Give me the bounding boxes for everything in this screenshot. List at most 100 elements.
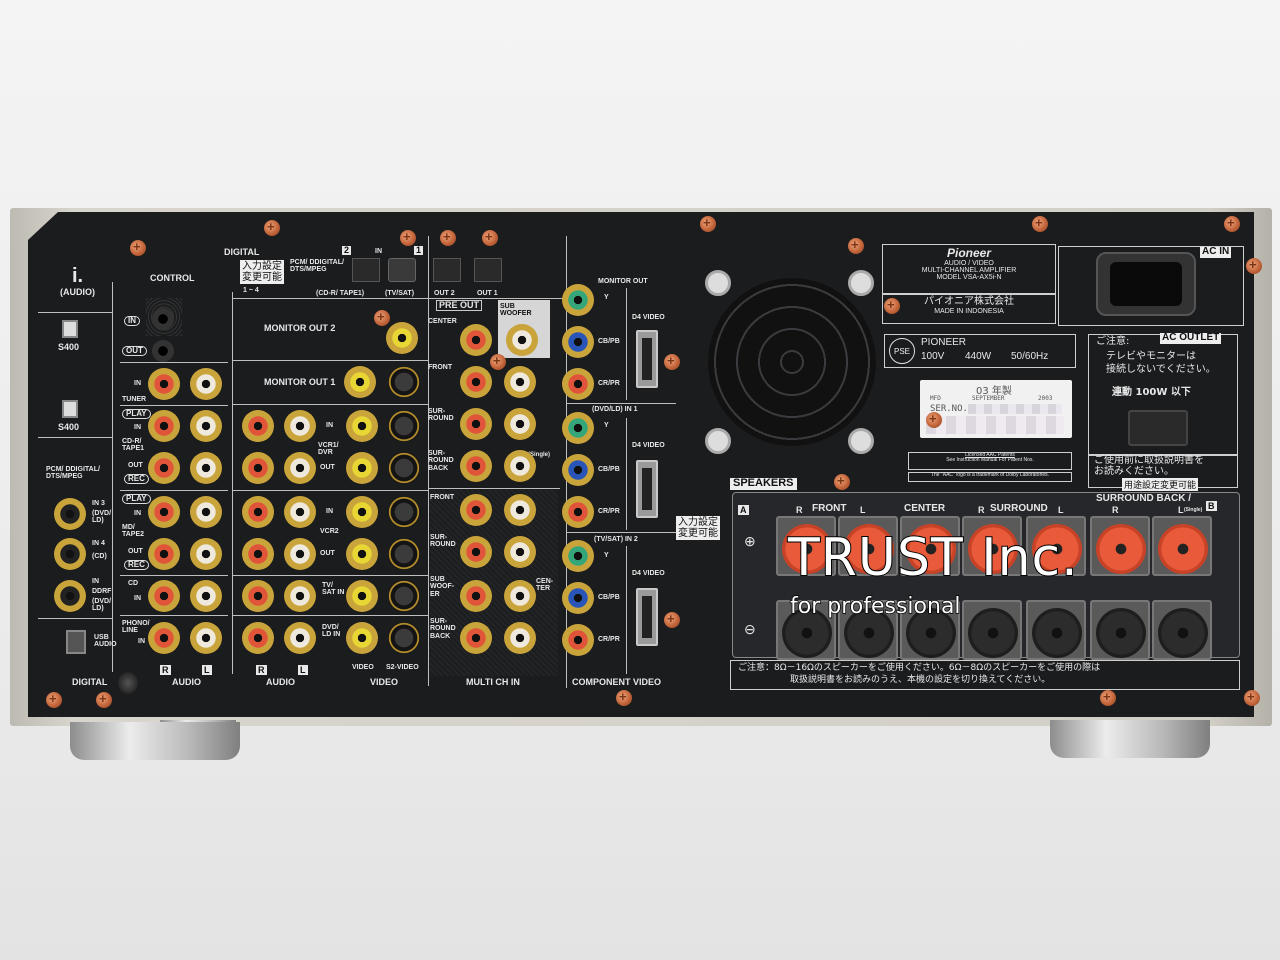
d4-in2[interactable] xyxy=(636,588,658,646)
vcr1-in-r[interactable] xyxy=(242,410,274,442)
control-in-jack[interactable] xyxy=(152,308,174,330)
front-l-positive[interactable] xyxy=(838,516,898,576)
preout-center[interactable] xyxy=(460,324,492,356)
md-in-r[interactable] xyxy=(148,496,180,528)
surround-back-l-negative[interactable] xyxy=(1152,600,1212,660)
preout-surround-back-l[interactable] xyxy=(504,450,536,482)
optical-in-2[interactable] xyxy=(352,258,380,282)
vcr2-in-video[interactable] xyxy=(346,496,378,528)
rf-in-jack[interactable] xyxy=(54,580,86,612)
cdr-in-r[interactable] xyxy=(148,410,180,442)
vcr1-in-l[interactable] xyxy=(284,410,316,442)
vcr2-in-l[interactable] xyxy=(284,496,316,528)
vcr1-in-video[interactable] xyxy=(346,410,378,442)
comp-in1-y[interactable] xyxy=(562,412,594,444)
optical-out-1[interactable] xyxy=(474,258,502,282)
preout-front-r[interactable] xyxy=(460,366,492,398)
d4-in1[interactable] xyxy=(636,460,658,518)
preout-subwoofer[interactable] xyxy=(506,324,538,356)
comp-in2-y[interactable] xyxy=(562,540,594,572)
screw xyxy=(400,229,416,246)
multich-center[interactable] xyxy=(504,580,536,612)
comp-monitor-cb[interactable] xyxy=(562,326,594,358)
s400-port-1[interactable] xyxy=(62,320,78,338)
vcr2-out-l[interactable] xyxy=(284,538,316,570)
phono-in-l[interactable] xyxy=(190,622,222,654)
surround-back-l-positive[interactable] xyxy=(1152,516,1212,576)
vcr1-out-l[interactable] xyxy=(284,452,316,484)
tvsat-in-s-video[interactable] xyxy=(388,580,420,612)
multich-surround-l[interactable] xyxy=(504,536,536,568)
coax-in4-jack[interactable] xyxy=(54,538,86,570)
vcr2-out-r[interactable] xyxy=(242,538,274,570)
md-out-l[interactable] xyxy=(190,538,222,570)
monitor-out2-video[interactable] xyxy=(386,322,418,354)
surround-l-negative[interactable] xyxy=(1026,600,1086,660)
tuner-in-r[interactable] xyxy=(148,368,180,400)
optical-out-2[interactable] xyxy=(433,258,461,282)
d4-monitor-out[interactable] xyxy=(636,330,658,388)
surround-r-positive[interactable] xyxy=(962,516,1022,576)
dvdld-in-r[interactable] xyxy=(242,622,274,654)
vcr1-out-video[interactable] xyxy=(346,452,378,484)
multich-surround-r[interactable] xyxy=(460,536,492,568)
tvsat-in-r[interactable] xyxy=(242,580,274,612)
comp-in2-cb[interactable] xyxy=(562,582,594,614)
dvdld-in-l[interactable] xyxy=(284,622,316,654)
ac-in-socket[interactable] xyxy=(1096,252,1196,316)
phono-in-r[interactable] xyxy=(148,622,180,654)
ground-terminal[interactable] xyxy=(118,672,138,694)
dvdld-in-s-video[interactable] xyxy=(388,622,420,654)
optical-in-1[interactable] xyxy=(388,258,416,282)
vcr2-out-video[interactable] xyxy=(346,538,378,570)
vcr1-out-s-video[interactable] xyxy=(388,452,420,484)
surround-back-r-negative[interactable] xyxy=(1090,600,1150,660)
cd-in-l[interactable] xyxy=(190,580,222,612)
vcr2-out-s-video[interactable] xyxy=(388,538,420,570)
center-positive[interactable] xyxy=(900,516,960,576)
preout-front-l[interactable] xyxy=(504,366,536,398)
vcr2-in-r[interactable] xyxy=(242,496,274,528)
center-negative[interactable] xyxy=(900,600,960,660)
comp-in1-cb[interactable] xyxy=(562,454,594,486)
front-l-negative[interactable] xyxy=(838,600,898,660)
multich-surround-back-r[interactable] xyxy=(460,622,492,654)
dvdld-in-video[interactable] xyxy=(346,622,378,654)
md-out-r[interactable] xyxy=(148,538,180,570)
vcr1-in-s-video[interactable] xyxy=(388,410,420,442)
comp-monitor-y[interactable] xyxy=(562,284,594,316)
front-r-positive[interactable] xyxy=(776,516,836,576)
cdr-in-l[interactable] xyxy=(190,410,222,442)
ac-outlet-socket[interactable] xyxy=(1128,410,1188,446)
comp-in1-cr[interactable] xyxy=(562,496,594,528)
multich-front-l[interactable] xyxy=(504,494,536,526)
control-out-jack[interactable] xyxy=(152,340,174,362)
s400-port-2[interactable] xyxy=(62,400,78,418)
monitor-out1-video[interactable] xyxy=(344,366,376,398)
vcr1-out-r[interactable] xyxy=(242,452,274,484)
tvsat-in-l[interactable] xyxy=(284,580,316,612)
comp-in2-cr[interactable] xyxy=(562,624,594,656)
preout-surround-l[interactable] xyxy=(504,408,536,440)
front-r-negative[interactable] xyxy=(776,600,836,660)
vcr2-in-s-video[interactable] xyxy=(388,496,420,528)
cdr-out-l[interactable] xyxy=(190,452,222,484)
cd-in-r[interactable] xyxy=(148,580,180,612)
comp-monitor-cr[interactable] xyxy=(562,368,594,400)
monitor-out1-s-video[interactable] xyxy=(388,366,420,398)
preout-surround-r[interactable] xyxy=(460,408,492,440)
cdr-out-r[interactable] xyxy=(148,452,180,484)
multich-front-r[interactable] xyxy=(460,494,492,526)
usb-audio-port[interactable] xyxy=(66,630,86,654)
md-in-l[interactable] xyxy=(190,496,222,528)
surround-r-negative[interactable] xyxy=(962,600,1022,660)
surround-l-positive[interactable] xyxy=(1026,516,1086,576)
tvsat-in-video[interactable] xyxy=(346,580,378,612)
multich-area xyxy=(430,490,558,676)
tuner-in-l[interactable] xyxy=(190,368,222,400)
multich-surround-back-l[interactable] xyxy=(504,622,536,654)
multich-subwoofer[interactable] xyxy=(460,580,492,612)
coax-in3-jack[interactable] xyxy=(54,498,86,530)
surround-back-r-positive[interactable] xyxy=(1090,516,1150,576)
preout-surround-back-r[interactable] xyxy=(460,450,492,482)
